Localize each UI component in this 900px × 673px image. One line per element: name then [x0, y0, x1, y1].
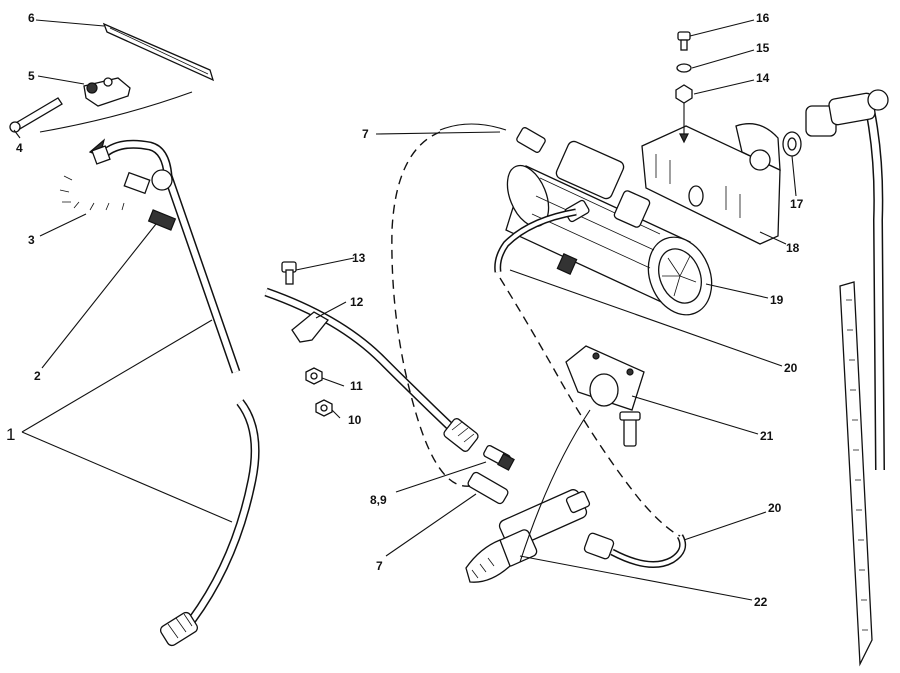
part-5-bracket-clip — [83, 77, 131, 107]
callout-labels: 6 5 4 3 2 1 13 12 11 10 7 8,9 7 16 15 14… — [6, 11, 804, 609]
part-1-lower-tube — [159, 399, 260, 647]
hose-routing-solid — [439, 123, 591, 563]
callout-19: 19 — [770, 293, 784, 307]
callout-2: 2 — [34, 369, 41, 383]
hose-routing-dashed — [391, 131, 681, 537]
part-20-upper-outlet-tube — [494, 208, 577, 273]
callout-14: 14 — [756, 71, 770, 85]
part-10-nut — [315, 399, 333, 417]
part-6-strip — [102, 22, 215, 82]
part-11-nut — [305, 367, 323, 385]
part-15-washer — [676, 63, 692, 73]
part-16-bolt — [677, 31, 691, 51]
part-21-clamp — [565, 345, 645, 411]
callout-11: 11 — [350, 379, 363, 393]
part-21-bolt — [619, 411, 641, 447]
part-3-hose — [54, 157, 151, 216]
callout-17: 17 — [790, 197, 804, 211]
part-8-9-fitting — [483, 445, 515, 471]
part-18-mounting-bracket — [641, 123, 781, 245]
callout-22: 22 — [754, 595, 768, 609]
part-13-screw — [281, 261, 297, 285]
callout-18: 18 — [786, 241, 800, 255]
callout-20-lower: 20 — [768, 501, 782, 515]
callout-10: 10 — [348, 413, 362, 427]
callout-12: 12 — [350, 295, 364, 309]
part-2-tube — [91, 139, 241, 374]
callout-4: 4 — [16, 141, 23, 155]
leader-lines — [13, 19, 797, 601]
callout-20-upper: 20 — [784, 361, 798, 375]
callout-8-9: 8,9 — [370, 493, 387, 507]
callout-13: 13 — [352, 251, 366, 265]
callout-6: 6 — [28, 11, 35, 25]
callout-7-top: 7 — [362, 127, 369, 141]
wiper-blade — [839, 281, 873, 667]
part-12-pipe — [264, 287, 479, 452]
callout-16: 16 — [756, 11, 770, 25]
callout-7-bottom: 7 — [376, 559, 383, 573]
part-17-washer — [782, 131, 802, 157]
part-22-tee-valve — [465, 471, 615, 583]
part-20-lower-outlet-tube — [610, 534, 687, 568]
callout-3: 3 — [28, 233, 35, 247]
part-14-nut — [675, 84, 693, 144]
callout-21: 21 — [760, 429, 774, 443]
assembly-arrow-line — [39, 91, 193, 133]
wiper-arm — [805, 89, 889, 471]
callout-5: 5 — [28, 69, 35, 83]
part-4-screw — [9, 97, 63, 133]
part-19-electric-pump — [505, 127, 713, 316]
callout-15: 15 — [756, 41, 770, 55]
callout-1: 1 — [6, 425, 15, 444]
